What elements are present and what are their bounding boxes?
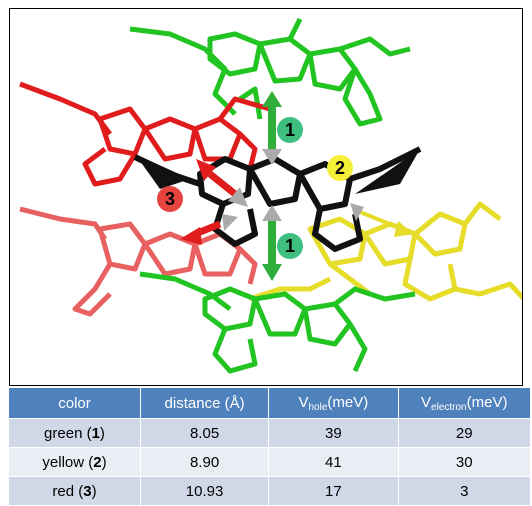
cell-distance: 10.93	[139, 476, 269, 505]
label-green-lower: 1	[277, 233, 303, 259]
header-velectron: Velectron(meV)	[397, 388, 530, 419]
table-row: green (1) 8.05 39 29	[9, 418, 530, 448]
header-color: color	[9, 388, 141, 419]
table-header-row: color distance (Å) Vhole(meV) Velectron(…	[9, 388, 530, 419]
black-molecule-wedge-right	[355, 149, 420, 194]
label-yellow: 2	[327, 155, 353, 181]
cell-distance: 8.90	[139, 447, 269, 477]
red-molecule-upper	[19, 81, 271, 187]
header-vhole: Vhole(meV)	[268, 388, 398, 419]
yellow-molecule	[249, 201, 522, 302]
label-green-upper: 1	[277, 117, 303, 143]
coupling-table: color distance (Å) Vhole(meV) Velectron(…	[9, 388, 530, 505]
cell-velectron: 29	[397, 418, 530, 448]
cell-vhole: 17	[268, 476, 398, 505]
yellow-arrow	[350, 203, 414, 237]
cell-distance: 8.05	[139, 418, 269, 448]
cell-vhole: 39	[268, 418, 398, 448]
green-arrow-lower	[262, 205, 282, 281]
cell-color: red (3)	[9, 476, 141, 505]
green-molecule-bottom	[139, 271, 416, 374]
table-row: red (3) 10.93 17 3	[9, 476, 530, 505]
label-red: 3	[157, 186, 183, 212]
red-arrow-lower	[180, 214, 238, 245]
red-molecule-lower	[19, 206, 258, 317]
red-arrow-upper	[196, 159, 248, 207]
table-row: yellow (2) 8.90 41 30	[9, 447, 530, 477]
green-arrow-upper	[262, 91, 282, 165]
molecular-packing-figure: 1 1 2 3	[9, 8, 523, 386]
cell-color: green (1)	[9, 418, 141, 448]
molecule-drawing	[19, 17, 522, 374]
cell-velectron: 3	[397, 476, 530, 505]
cell-color: yellow (2)	[9, 447, 141, 477]
header-distance: distance (Å)	[139, 388, 269, 419]
black-molecule-wedge-left	[135, 154, 190, 189]
cell-velectron: 30	[397, 447, 530, 477]
cell-vhole: 41	[268, 447, 398, 477]
green-molecule-top	[129, 17, 411, 127]
